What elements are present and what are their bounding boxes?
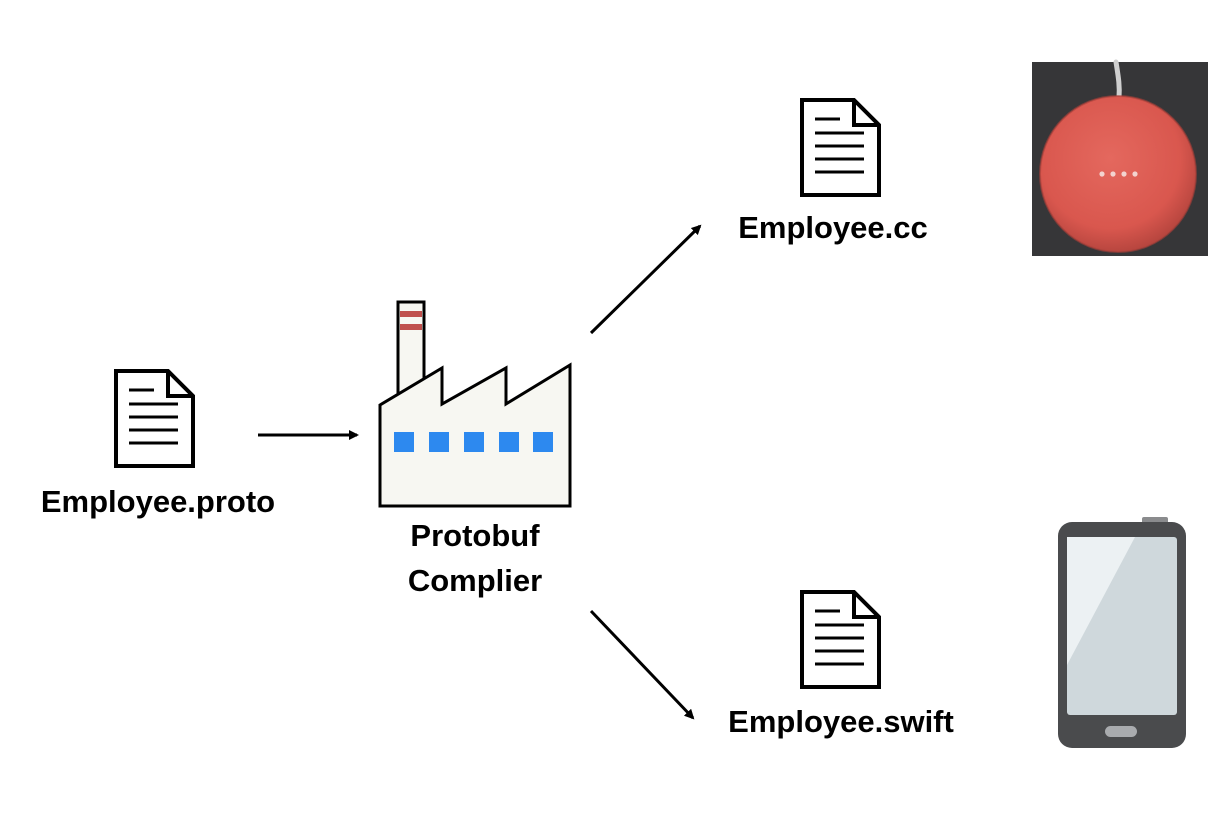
swift-document-icon xyxy=(800,590,881,689)
proto-document-icon xyxy=(114,369,195,468)
compiler-label-line1: Protobuf xyxy=(410,518,540,553)
arrow-compiler-to-cc xyxy=(589,224,702,335)
compiler-label-line2: Complier xyxy=(407,562,543,598)
swift-file-label: Employee.swift xyxy=(728,704,954,739)
compiler-label: Protobuf Complier xyxy=(380,514,570,604)
proto-file-label: Employee.proto xyxy=(40,484,276,519)
cc-document-icon xyxy=(800,98,881,197)
smart-speaker-image xyxy=(1032,59,1208,256)
cc-file-label: Employee.cc xyxy=(738,210,928,245)
arrow-compiler-to-swift xyxy=(589,609,695,720)
smartphone-icon xyxy=(1058,517,1186,748)
factory-icon xyxy=(378,300,572,508)
